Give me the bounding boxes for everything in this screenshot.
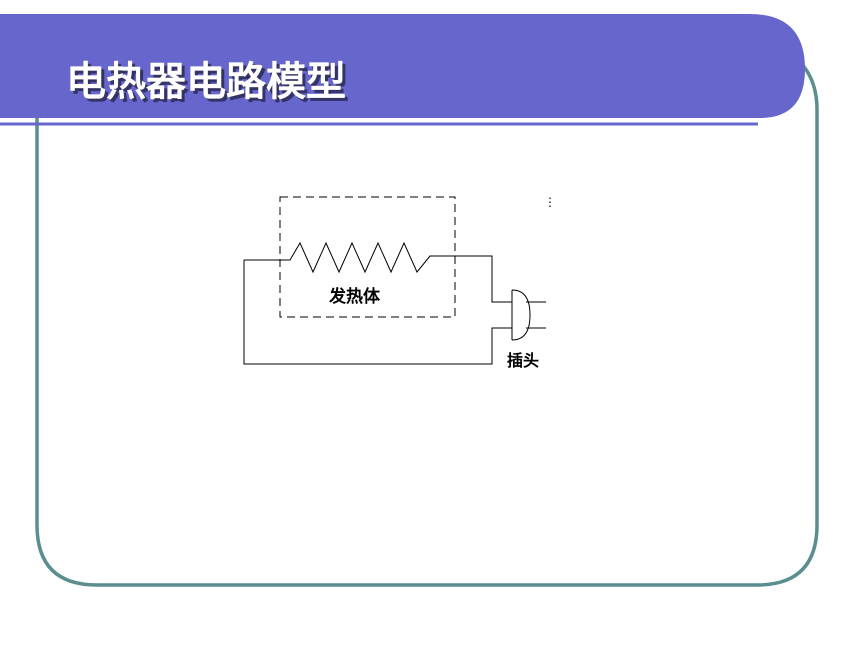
plug-label: 插头: [507, 351, 539, 370]
top-right-wire: [456, 255, 512, 303]
slide-title-shadow: 电热器电路模型: [69, 62, 349, 108]
heater-label: 发热体: [328, 286, 381, 307]
slide-title: 电热器电路模型: [66, 59, 346, 105]
slide-frame: [35, 52, 819, 587]
resistor-element: [244, 241, 456, 274]
heater-enclosure: [279, 196, 456, 318]
title-banner: [0, 14, 805, 118]
left-bottom-wire: [243, 260, 512, 365]
stray-mark: ⋮: [544, 195, 556, 209]
plug-body: [511, 289, 531, 341]
circuit-diagram: [243, 196, 546, 365]
